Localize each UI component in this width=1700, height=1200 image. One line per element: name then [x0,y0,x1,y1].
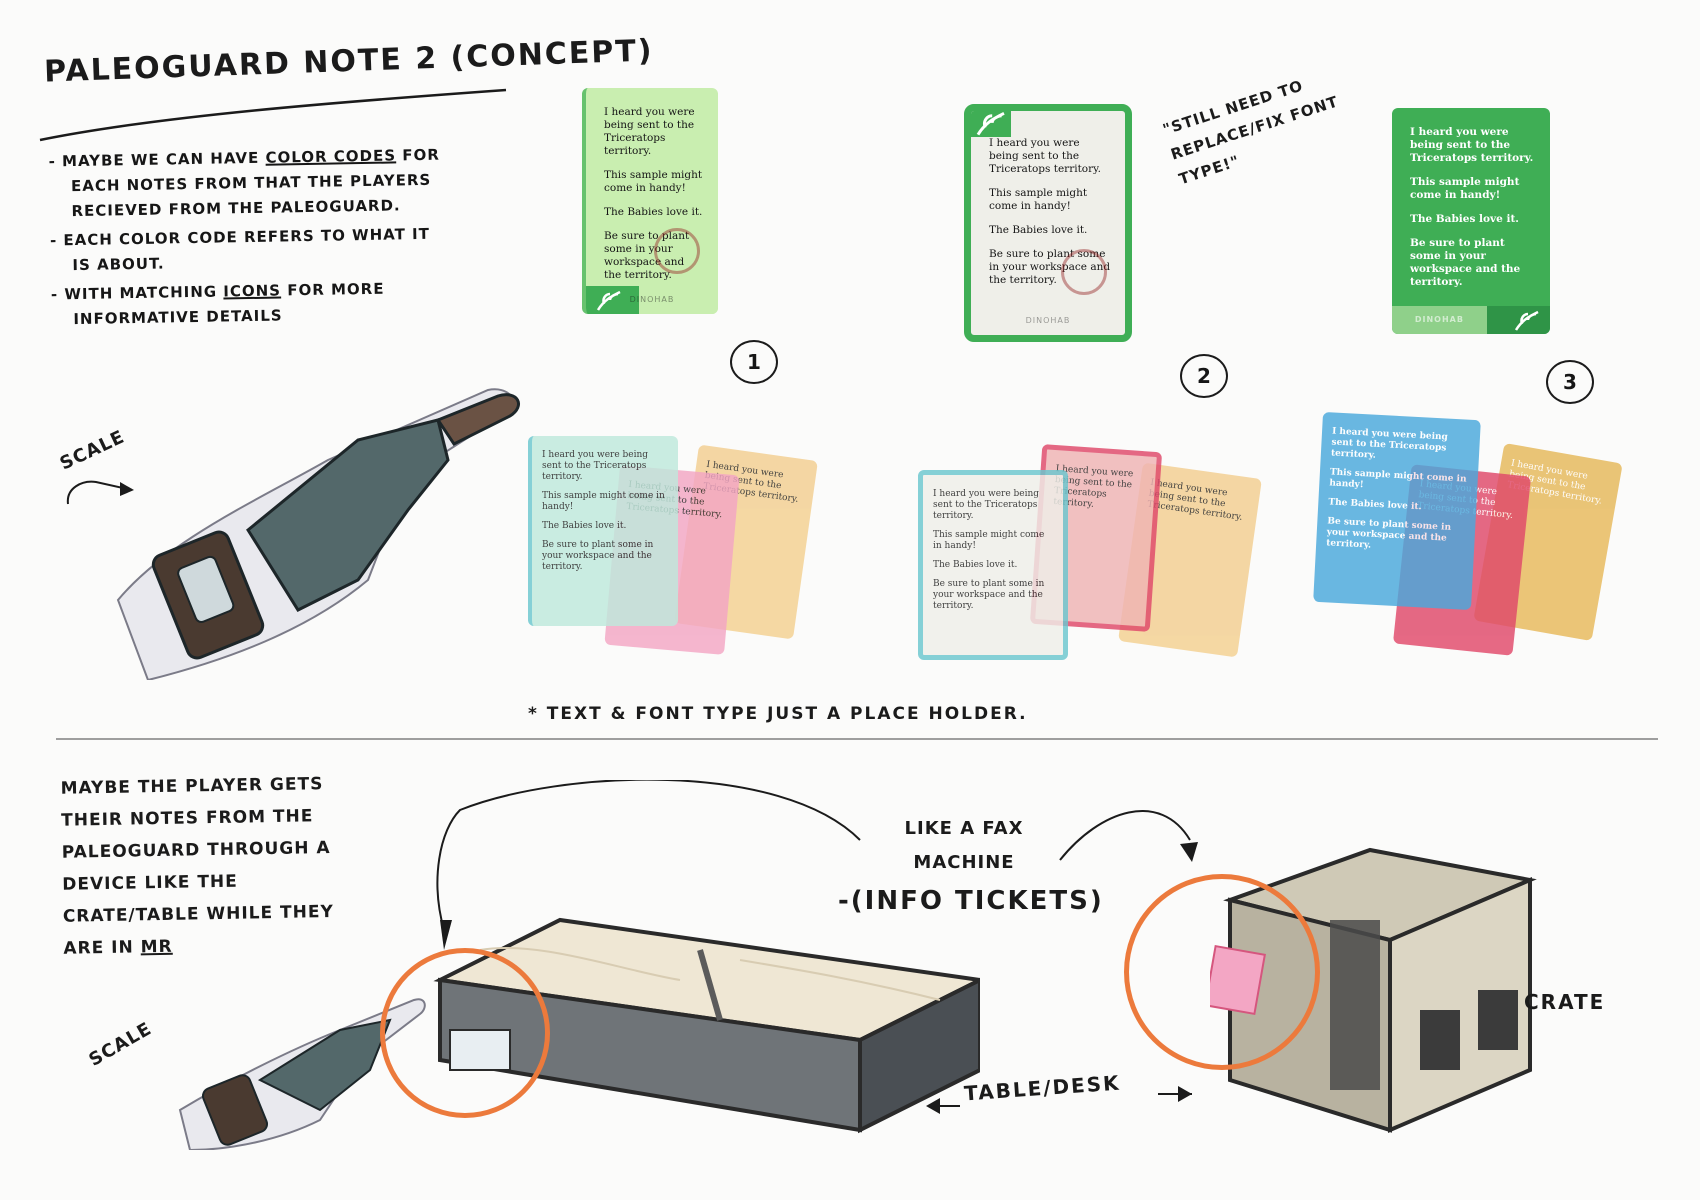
fan-card-teal: I heard you were being sent to the Trice… [528,436,678,626]
dinohab-stamp [1061,249,1107,295]
font-fix-note: "STILL NEED TO REPLACE/FIX FONT TYPE!" [1160,76,1341,189]
info-tickets-label: -(INFO TICKETS) [838,886,1104,916]
option-number-3: 3 [1546,360,1594,404]
note-icons: WITH MATCHING ICONS FOR MORE INFORMATIVE… [51,276,452,333]
option-number-2: 2 [1180,354,1228,398]
card-line-3: The Babies love it. [989,224,1088,236]
option-number-1: 1 [730,340,778,384]
card-footer: DINOHAB [1392,306,1550,334]
card-brand: DINOHAB [1414,315,1464,324]
card-line-1: I heard you were being sent to the Trice… [989,137,1102,175]
fax-machine-label: LIKE A FAX MACHINE [904,818,1024,873]
leaf-icon [971,111,1011,137]
card-line-2: This sample might come in handy! [989,187,1088,212]
card-line-1: I heard you were being sent to the Trice… [1410,126,1534,164]
card-line-3: The Babies love it. [604,206,703,218]
placeholder-note: * TEXT & FONT TYPE JUST A PLACE HOLDER. [528,704,1028,724]
scale-arrow-icon [66,480,134,505]
card-line-1: I heard you were being sent to the Trice… [604,106,695,157]
card-line-4: Be sure to plant some in your workspace … [1410,237,1521,288]
crate-slot-highlight-circle [1124,874,1320,1070]
fan-card-teal: I heard you were being sent to the Trice… [918,470,1068,660]
crate-label: CRATE [1524,990,1606,1014]
note-card-option-2: I heard you were being sent to the Trice… [964,104,1132,342]
design-notes: MAYBE WE CAN HAVE COLOR CODES FOR EACH N… [48,143,451,337]
fax-arrow-icon [436,780,1198,950]
scale-label: SCALE [85,1018,156,1071]
note-color-codes: MAYBE WE CAN HAVE COLOR CODES FOR EACH N… [48,143,449,225]
note-card-option-1: I heard you were being sent to the Trice… [582,88,718,314]
card-line-3: The Babies love it. [1410,213,1519,225]
note-card-option-3: I heard you were being sent to the Trice… [1392,108,1550,334]
card-footer: DINOHAB [586,286,718,314]
dinohab-stamp [654,228,700,274]
fan-card-blue: I heard you were being sent to the Trice… [1313,411,1481,611]
leaf-icon [596,290,621,311]
card-line-2: This sample might come in handy! [1410,176,1520,201]
bottom-note: MAYBE THE PLAYER GETS THEIR NOTES FROM T… [60,774,334,959]
glove-device-small-illustration [178,998,426,1150]
card-brand: DINOHAB [629,295,675,304]
card-line-2: This sample might come in handy! [604,169,703,194]
section-divider [56,738,1658,740]
card-brand: DINOHAB [1025,316,1071,325]
sheet-title: PALEOGUARD NOTE 2 (CONCEPT) [43,33,655,90]
glove-device-illustration [116,388,520,680]
table-arrow-icon [926,1086,1192,1114]
fax-slot-highlight-circle [380,948,550,1118]
note-color-meaning: EACH COLOR CODE REFERS TO WHAT IT IS ABO… [50,222,451,279]
title-underline [39,88,507,142]
leaf-icon [1514,310,1539,331]
